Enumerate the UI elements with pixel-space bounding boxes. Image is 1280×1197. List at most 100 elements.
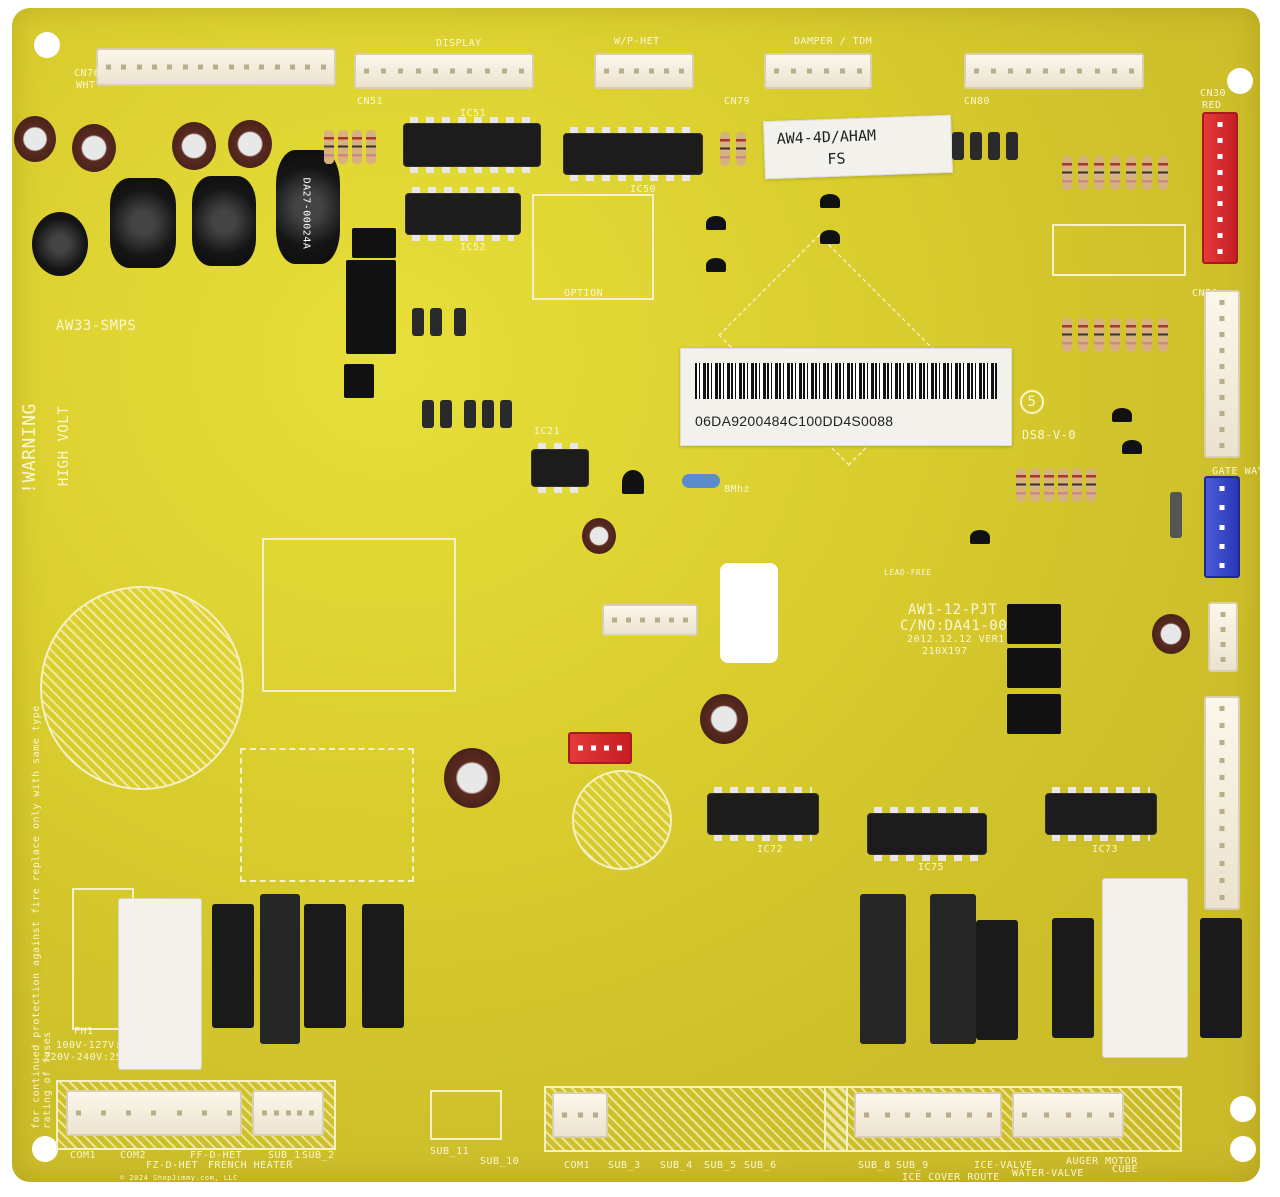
connector-cn76[interactable]	[96, 48, 336, 86]
ic-label: IC51	[460, 108, 487, 119]
electrolytic-capacitor	[228, 120, 272, 168]
relay-te-left	[118, 898, 202, 1070]
connector-cn70-1[interactable]	[252, 1090, 324, 1136]
resistor	[1016, 468, 1026, 502]
electrolytic-capacitor-c120	[444, 748, 500, 808]
mounting-hole	[1230, 1096, 1256, 1122]
electrolytic-capacitor	[582, 518, 616, 554]
capacitor-footprint-c106	[572, 770, 672, 870]
connector-cn51[interactable]	[354, 53, 534, 89]
diode-d707	[440, 400, 452, 428]
model-sticker-line1: AW4-4D/AHAM	[776, 126, 877, 148]
mounting-hole	[34, 32, 60, 58]
resistor-r739	[736, 132, 746, 166]
connector-cn70[interactable]	[66, 1090, 242, 1136]
lead-free-mark: LEAD-FREE	[884, 568, 932, 577]
ds8-label: DS8-V-0	[1022, 428, 1077, 442]
fuse-rating-1: 100V-127V:250V 2A	[56, 1040, 167, 1051]
relay-ry78	[1200, 918, 1242, 1038]
pin-label: ICE COVER ROUTE	[902, 1172, 1000, 1183]
ic-label: IC75	[918, 862, 945, 873]
transistor-q701	[706, 258, 726, 272]
diode-d704	[454, 308, 466, 336]
connector-cn77[interactable]	[764, 53, 872, 89]
pin-label: SUB_6	[744, 1160, 777, 1171]
connector-cn80[interactable]	[964, 53, 1144, 89]
ic-ic51	[404, 117, 540, 173]
relay-ry73	[362, 904, 404, 1028]
board-date-version: 2012.12.12 VER1.4	[907, 634, 1018, 645]
pin-label: SUB_5	[704, 1160, 737, 1171]
connector-cn50[interactable]	[1204, 290, 1240, 458]
option-block	[532, 194, 654, 300]
power-block	[1007, 694, 1061, 734]
transistor-q717	[970, 530, 990, 544]
mounting-hole	[32, 1136, 58, 1162]
connector-group-label: DAMPER / TDM	[794, 36, 873, 47]
barcode	[695, 363, 997, 399]
pin-label: SUB_4	[660, 1160, 693, 1171]
electrolytic-capacitor	[14, 116, 56, 162]
connector-id: CN30	[1200, 88, 1227, 99]
connector-cn75[interactable]	[1208, 602, 1238, 672]
resistor	[1058, 468, 1068, 502]
pin-label: SUB_9	[896, 1160, 929, 1171]
connector-reg1-red[interactable]	[568, 732, 632, 764]
option-label: OPTION	[564, 288, 604, 299]
mounting-hole	[1230, 1136, 1256, 1162]
diode	[1170, 492, 1182, 538]
resistor	[1110, 156, 1120, 190]
barcode-serial: 06DA9200484C100DD4S0088	[695, 413, 894, 429]
connector-id: CN79	[724, 96, 751, 107]
transistor-q703	[820, 230, 840, 244]
board-size: 210X197	[922, 646, 968, 657]
smps-label: AW33-SMPS	[56, 318, 137, 334]
connector-cn73[interactable]	[1012, 1092, 1124, 1138]
resistor	[338, 130, 348, 164]
power-block	[1007, 648, 1061, 688]
diode-d712	[952, 132, 964, 160]
connector-cn79[interactable]	[594, 53, 694, 89]
ic-ic72	[708, 787, 818, 841]
power-block	[1007, 604, 1061, 644]
board-cutout	[720, 563, 778, 663]
transformer-t1	[262, 538, 456, 692]
connector-group-label: W/P-HET	[614, 36, 660, 47]
resistor	[352, 130, 362, 164]
pin-label: SUB_1	[268, 1150, 301, 1161]
transistor-q501	[1112, 408, 1132, 422]
ic-label: IC21	[534, 426, 561, 437]
circled-number: 5	[1020, 390, 1044, 414]
ic-label: IC73	[1092, 844, 1119, 855]
connector-cn78[interactable]	[1204, 696, 1240, 910]
inductor-marking: DA27-00024A	[300, 177, 312, 250]
voltage-regulator	[352, 228, 396, 258]
ic-ic21	[532, 443, 588, 493]
crystal-y1	[682, 474, 720, 488]
resistor	[1158, 156, 1168, 190]
pin-label: SUB_10	[480, 1156, 520, 1167]
relay-ry72	[304, 904, 346, 1028]
voltage-regulator	[346, 260, 396, 354]
electrolytic-capacitor	[172, 122, 216, 170]
electrolytic-capacitor-c108	[700, 694, 748, 744]
board-name: AW1-12-PJT	[908, 602, 998, 618]
resistor	[1142, 156, 1152, 190]
connector-cn002[interactable]	[602, 604, 698, 636]
connector-id: CN51	[357, 96, 384, 107]
connector-cn73-1[interactable]	[854, 1092, 1002, 1138]
ic-ic50	[564, 127, 702, 181]
pin-label: COM2	[120, 1150, 147, 1161]
inductor	[110, 178, 176, 268]
ic-ic75	[868, 807, 986, 861]
connector-cn72[interactable]	[552, 1092, 608, 1138]
connector-cn30-red[interactable]	[1202, 112, 1238, 264]
connector-cn01-blue[interactable]	[1204, 476, 1240, 578]
resistor	[1078, 318, 1088, 352]
relay-te-right	[1102, 878, 1188, 1058]
pin-label: WATER-VALVE	[1012, 1168, 1084, 1179]
pin-label: AUGER MOTOR	[1066, 1156, 1138, 1167]
relay-ssr-left	[260, 894, 300, 1044]
connector-cn71[interactable]	[430, 1090, 502, 1140]
pin-label: FF-D-HET	[190, 1150, 243, 1161]
